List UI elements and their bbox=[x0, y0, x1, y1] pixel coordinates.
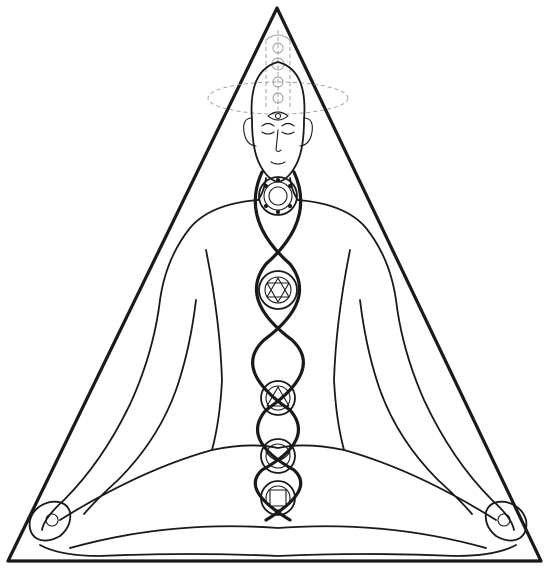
root-chakra-icon bbox=[261, 481, 295, 515]
heart-chakra-icon bbox=[259, 271, 297, 309]
solar-plexus-chakra-icon bbox=[261, 381, 295, 415]
crown-lotus-icon bbox=[266, 30, 290, 110]
third-eye-icon bbox=[268, 112, 288, 120]
body-outline bbox=[40, 178, 516, 556]
sacral-chakra-icon bbox=[261, 439, 295, 473]
